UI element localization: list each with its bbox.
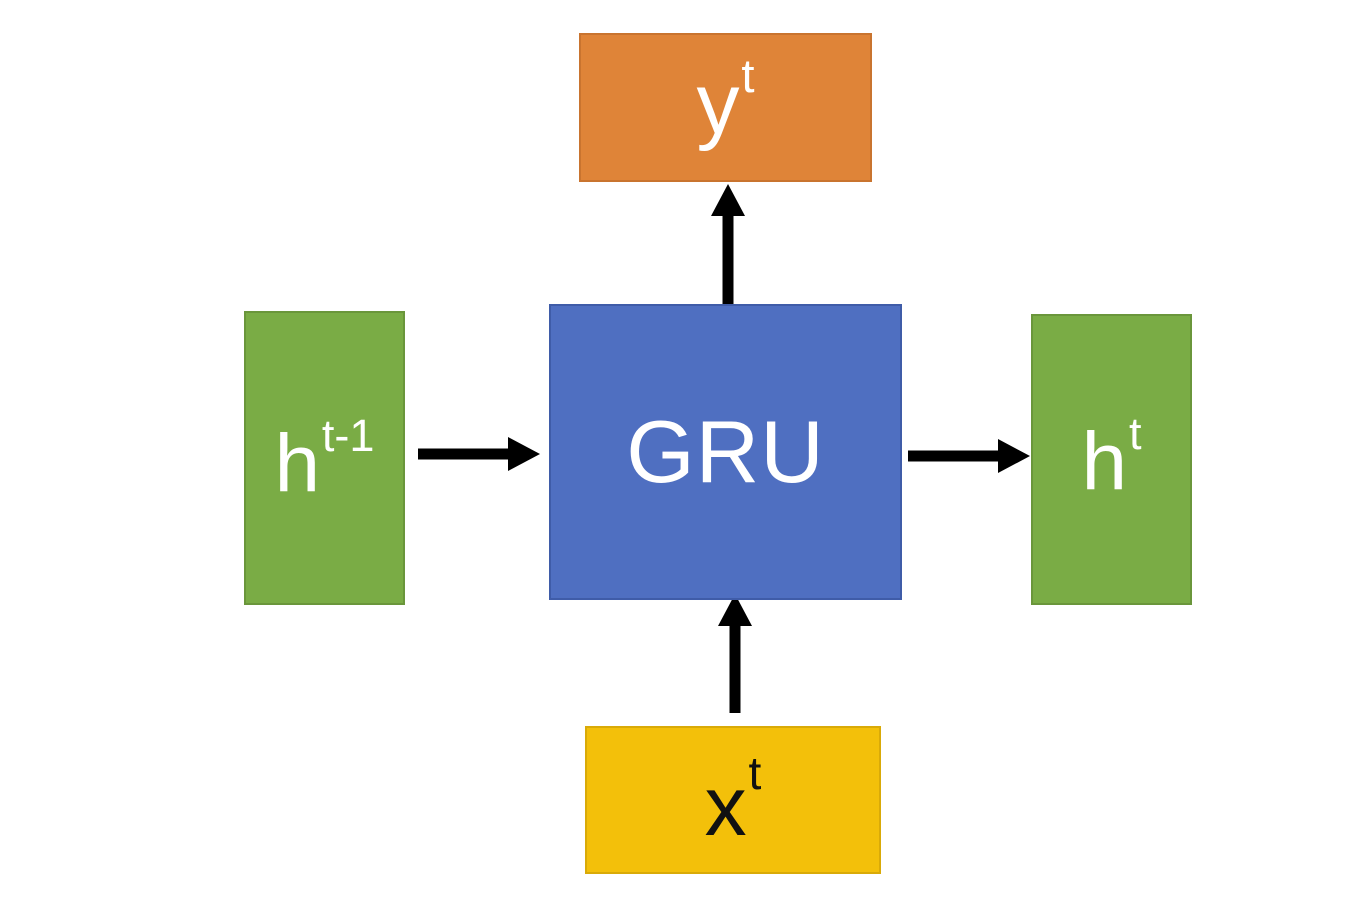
output-label-base: y (696, 55, 740, 152)
input-label-sup: t (748, 747, 762, 799)
input-label-base: x (704, 759, 747, 853)
gru-cell-label: GRU (626, 402, 825, 501)
arrow-prev-hidden-to-gru (418, 437, 540, 471)
next-hidden-label-sup: t (1128, 407, 1142, 459)
next-hidden-label-base: h (1081, 415, 1128, 507)
arrow-input-to-gru (718, 594, 752, 713)
prev-hidden-label-base: h (274, 418, 321, 509)
gru-cell-box: GRU (549, 304, 902, 600)
prev-hidden-label-sup: t-1 (321, 410, 375, 461)
arrow-gru-to-next-hidden (908, 439, 1030, 473)
arrow-gru-to-output (711, 184, 745, 304)
output-label-sup: t (741, 49, 755, 103)
